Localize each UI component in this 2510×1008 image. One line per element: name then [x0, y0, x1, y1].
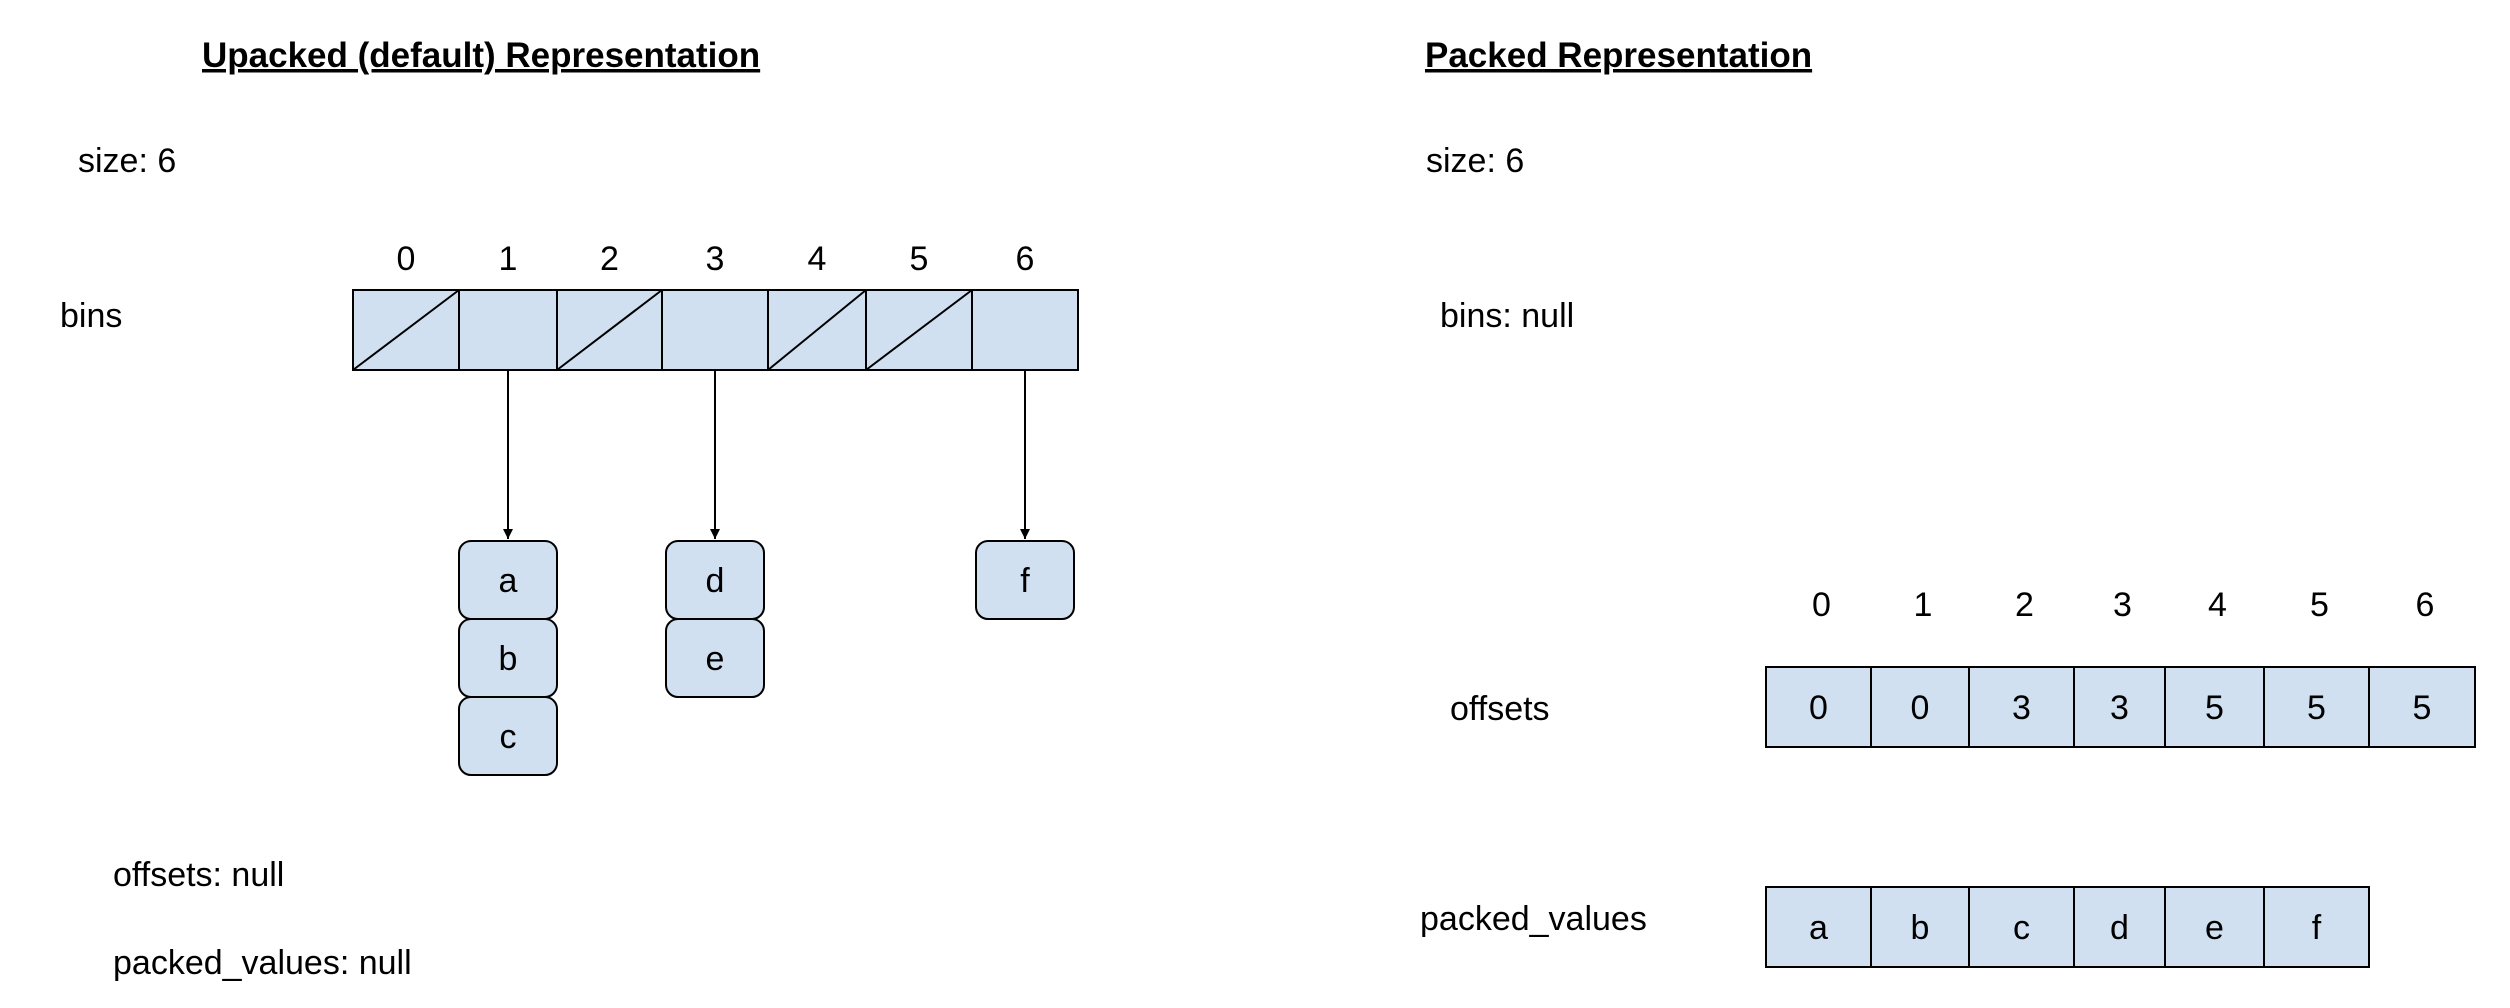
- packed-value-cell-0: [1765, 886, 1872, 968]
- null-slash-0: [352, 289, 460, 371]
- offset-index-3: 3: [2113, 586, 2132, 624]
- null-slash-4: [767, 289, 867, 371]
- offset-value-6: 5: [2413, 689, 2432, 727]
- offset-index-6: 6: [2416, 586, 2435, 624]
- offset-cell-3: [2073, 666, 2166, 748]
- unpacked-panel: Upacked (default) Representation size: 6…: [60, 36, 1079, 982]
- bins-label: bins: [60, 297, 122, 335]
- packed-value-a: a: [1809, 909, 1828, 947]
- unpacked-packed-values-null-label: packed_values: null: [113, 944, 412, 982]
- packed-value-d: d: [2110, 909, 2129, 947]
- offset-cell-1: [1870, 666, 1970, 748]
- offset-value-5: 5: [2307, 689, 2326, 727]
- bin-index-0: 0: [397, 240, 416, 278]
- bin-cell-1: [458, 289, 558, 371]
- packed-value-cell-3: [2073, 886, 2166, 968]
- bin-index-1: 1: [499, 240, 518, 278]
- offset-cell-5: [2263, 666, 2370, 748]
- value-node-e: [665, 618, 765, 698]
- bin-index-row: 0 1 2 3 4 5 6: [397, 240, 1035, 278]
- packed-value-cell-2: [1968, 886, 2075, 968]
- packed-panel: Packed Representation size: 6 bins: null…: [1420, 36, 2476, 968]
- value-node-label-f: f: [1020, 562, 1030, 600]
- packed-value-e: e: [2205, 909, 2224, 947]
- packed-value-cell-1: [1870, 886, 1970, 968]
- packed-value-c: c: [2013, 909, 2030, 947]
- offset-value-4: 5: [2205, 689, 2224, 727]
- bin-cell-6: [971, 289, 1079, 371]
- offset-index-2: 2: [2015, 586, 2034, 624]
- packed-value-b: b: [1911, 909, 1930, 947]
- offsets-label: offsets: [1450, 690, 1550, 728]
- bin-index-5: 5: [910, 240, 929, 278]
- null-slash-2: [556, 289, 663, 371]
- bin-index-4: 4: [808, 240, 827, 278]
- value-node-label-e: e: [706, 640, 725, 678]
- bin-index-3: 3: [706, 240, 725, 278]
- offset-value-1: 0: [1911, 689, 1930, 727]
- value-node-label-d: d: [706, 562, 725, 600]
- offset-cell-6: [2368, 666, 2476, 748]
- packed-value-f: f: [2312, 909, 2322, 947]
- offset-value-3: 3: [2110, 689, 2129, 727]
- packed-values-array: a b c d e f: [1765, 886, 2370, 968]
- null-slash-5: [865, 289, 973, 371]
- value-node-f: [975, 540, 1075, 620]
- packed-values-label: packed_values: [1420, 900, 1647, 938]
- packed-title: Packed Representation: [1425, 36, 1812, 75]
- offset-value-2: 3: [2012, 689, 2031, 727]
- offset-index-0: 0: [1812, 586, 1831, 624]
- bins-array: [352, 289, 1079, 371]
- value-node-label-b: b: [499, 640, 518, 678]
- offsets-array: 0 0 3 3 5 5 5: [1765, 666, 2476, 748]
- unpacked-title: Upacked (default) Representation: [202, 36, 760, 75]
- offset-index-row: 0 1 2 3 4 5 6: [1812, 586, 2434, 624]
- offset-index-1: 1: [1914, 586, 1933, 624]
- offset-value-0: 0: [1809, 689, 1828, 727]
- bin-cell-3: [661, 289, 769, 371]
- value-node-label-c: c: [500, 718, 517, 756]
- bin-value-chains: a b c d e f: [458, 370, 1075, 776]
- bin-index-6: 6: [1016, 240, 1035, 278]
- unpacked-offsets-null-label: offsets: null: [113, 856, 284, 894]
- offset-cell-2: [1968, 666, 2075, 748]
- value-node-label-a: a: [499, 562, 518, 600]
- packed-size-label: size: 6: [1426, 142, 1524, 180]
- packed-bins-null-label: bins: null: [1440, 297, 1574, 335]
- bin-index-2: 2: [600, 240, 619, 278]
- unpacked-size-label: size: 6: [78, 142, 176, 180]
- offset-index-4: 4: [2208, 586, 2227, 624]
- value-node-c: [458, 696, 558, 776]
- packed-value-cell-5: [2263, 886, 2370, 968]
- offset-index-5: 5: [2310, 586, 2329, 624]
